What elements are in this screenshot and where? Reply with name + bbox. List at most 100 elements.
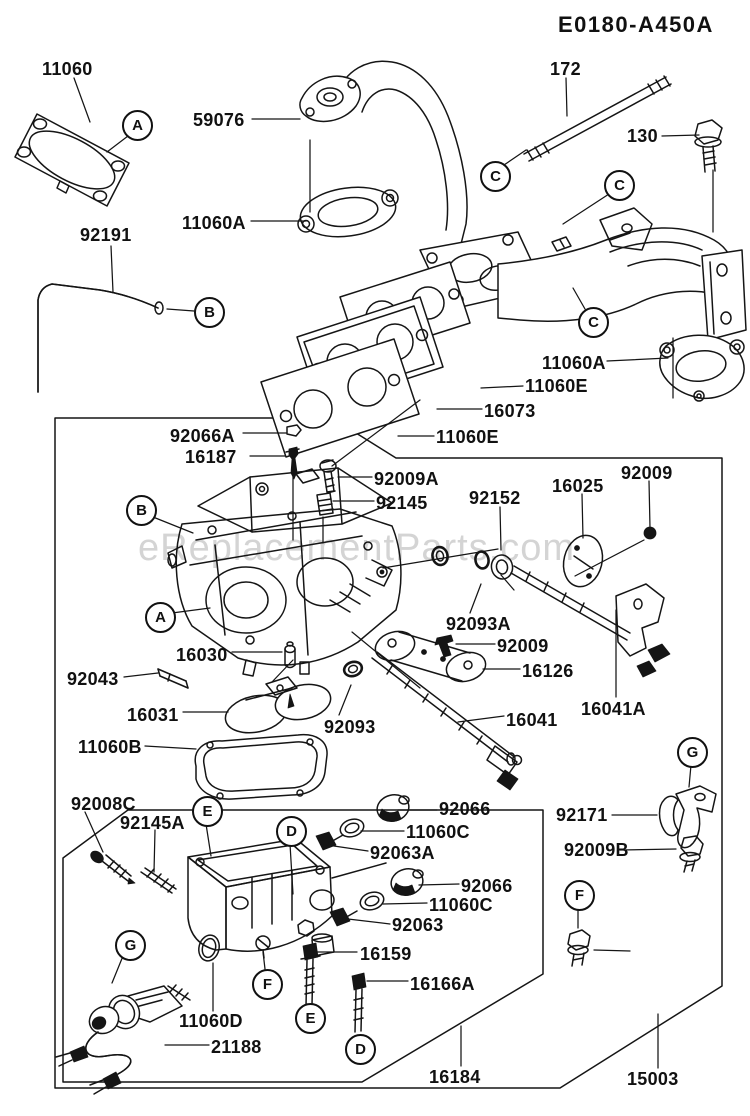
diagram-title: E0180-A450A (558, 12, 714, 37)
part-label-92043: 92043 (67, 669, 119, 689)
part-label-130: 130 (627, 126, 658, 146)
part-label-11060e: 11060E (525, 376, 588, 396)
part-label-16159: 16159 (360, 944, 412, 964)
carburetor-body-drawing (168, 468, 401, 676)
part-label-92063a: 92063A (370, 843, 435, 863)
manifold-right-drawing (498, 208, 746, 340)
plug-92066a-drawing (287, 425, 301, 436)
stud-172-drawing (524, 76, 671, 161)
oring-11060c-upper-drawing (338, 816, 366, 840)
lower-carburetor-box-16184 (63, 810, 543, 1082)
solenoid-21188-drawing (56, 985, 190, 1094)
part-label-21188: 21188 (211, 1037, 262, 1057)
callout-d-bolt: D (345, 1034, 376, 1065)
part-label-16187: 16187 (185, 447, 237, 467)
callout-c-manifold: C (604, 170, 635, 201)
seal-92093-drawing (342, 660, 363, 679)
part-label-16126: 16126 (522, 661, 574, 681)
callout-c-manifold-2: C (578, 307, 609, 338)
oring-11060d-drawing (196, 933, 222, 963)
part-label-92063: 92063 (392, 915, 444, 935)
spring-92145-drawing (317, 493, 333, 515)
clamp-92171-drawing (660, 786, 717, 848)
screw-92008c-drawing (88, 849, 135, 884)
callout-c-stud: C (480, 161, 511, 192)
part-label-92066-2: 92066 (461, 876, 513, 896)
plug-92066-lower-drawing (388, 866, 425, 899)
part-label-16166a: 16166A (410, 974, 475, 994)
part-label-11060d: 11060D (179, 1011, 243, 1031)
screw-92009b-lower-drawing (568, 930, 590, 966)
part-label-16025: 16025 (552, 476, 604, 496)
part-label-92191: 92191 (80, 225, 132, 245)
part-label-92008c: 92008C (71, 794, 136, 814)
part-label-11060e-2: 11060E (436, 427, 499, 447)
needle-16187-drawing (286, 447, 299, 479)
bolt-130-drawing (695, 120, 722, 172)
part-label-92009b: 92009B (564, 840, 629, 860)
part-label-92093a: 92093A (446, 614, 511, 634)
float-bowl-body-drawing (188, 839, 386, 958)
choke-shaft-drawing (511, 566, 670, 677)
callout-b-carburetor: B (126, 495, 157, 526)
part-label-16031: 16031 (127, 705, 179, 725)
part-label-92171: 92171 (556, 805, 608, 825)
screw-92009b-upper-drawing (680, 836, 703, 872)
part-label-11060b: 11060B (78, 737, 142, 757)
part-label-59076: 59076 (193, 110, 245, 130)
pin-92043-drawing (158, 669, 188, 688)
part-label-16041a: 16041A (581, 699, 646, 719)
gasket-11060-drawing (15, 114, 129, 206)
gasket-11060a-drawing (297, 182, 399, 243)
part-label-92009: 92009 (621, 463, 673, 483)
bolt-16166a-drawing (352, 973, 366, 1032)
tube-92191-drawing (38, 284, 163, 392)
part-label-92093: 92093 (324, 717, 376, 737)
callout-d-bowl: D (276, 816, 307, 847)
part-label-92145a: 92145A (120, 813, 185, 833)
part-label-16184: 16184 (429, 1067, 481, 1087)
screw-92009-mid-drawing (435, 635, 453, 657)
valve-16126-drawing (372, 627, 489, 686)
part-label-172: 172 (550, 59, 581, 79)
gasket-insulator-stack-drawing (261, 262, 470, 457)
screw-92009-top-drawing (644, 527, 656, 539)
part-label-11060a-2: 11060A (542, 353, 606, 373)
float-16031-drawing (222, 677, 334, 738)
spring-92145a-drawing (141, 868, 176, 893)
callout-a-carburetor: A (145, 602, 176, 633)
part-label-92009-2: 92009 (497, 636, 549, 656)
bolt-16159-drawing (301, 943, 320, 1006)
gasket-11060b-drawing (195, 735, 327, 799)
callout-f-drain: F (252, 969, 283, 1000)
throttle-valve-16025-drawing (558, 531, 607, 591)
throttle-shaft-16041-drawing (372, 652, 522, 790)
part-label-92145: 92145 (376, 493, 428, 513)
callout-f-screw: F (564, 880, 595, 911)
part-label-92009a: 92009A (374, 469, 439, 489)
part-label-11060c-2: 11060C (429, 895, 493, 915)
carburetor-assembly-box-15003 (55, 418, 722, 1088)
callout-e-bowl: E (192, 796, 223, 827)
part-label-16030: 16030 (176, 645, 228, 665)
part-label-11060a: 11060A (182, 213, 246, 233)
part-label-92066: 92066 (439, 799, 491, 819)
callout-b-tube: B (194, 297, 225, 328)
part-label-16041: 16041 (506, 710, 558, 730)
part-label-15003: 15003 (627, 1069, 679, 1089)
part-label-92066a: 92066A (170, 426, 235, 446)
valve-float-16030-drawing (285, 642, 295, 668)
part-label-92152: 92152 (469, 488, 521, 508)
jet-92063-drawing (330, 908, 357, 926)
part-label-11060c: 11060C (406, 822, 470, 842)
callout-e-bolt: E (295, 1003, 326, 1034)
part-label-11060: 11060 (42, 59, 93, 79)
leader-lines (74, 78, 713, 1068)
callout-a-gasket: A (122, 110, 153, 141)
plug-92066-upper-drawing (374, 792, 411, 825)
part-label-16073: 16073 (484, 401, 536, 421)
callout-g-solenoid: G (115, 930, 146, 961)
callout-g-clamp: G (677, 737, 708, 768)
